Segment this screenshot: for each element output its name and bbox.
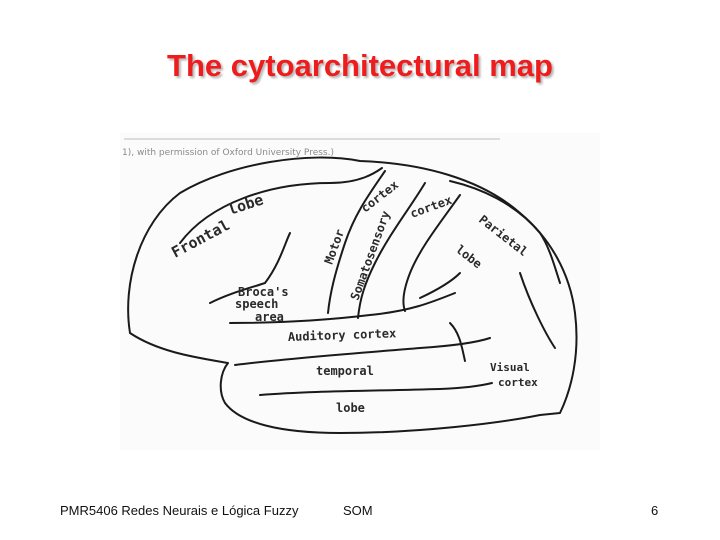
- label-parietal-lobe: lobe: [453, 242, 484, 271]
- central-sulcus: [357, 182, 426, 319]
- label-visual: Visual: [490, 361, 530, 374]
- label-parietal: Parietal: [476, 212, 530, 259]
- label-auditory-cortex: Auditory cortex: [288, 326, 397, 344]
- label-temporal-lobe: lobe: [336, 401, 365, 415]
- occipital-sulcus: [519, 272, 556, 349]
- inferior-temporal-sulcus: [259, 382, 493, 396]
- parietal-contour: [449, 180, 561, 284]
- broca-fold: [209, 232, 291, 304]
- frontal-fold: [179, 167, 383, 244]
- slide-title: The cytoarchitectural map: [167, 48, 553, 83]
- precentral-sulcus: [327, 170, 386, 314]
- brain-diagram: 1), with permission of Oxford University…: [122, 138, 578, 434]
- footer-course: PMR5406 Redes Neurais e Lógica Fuzzy: [60, 503, 299, 518]
- label-broca: Broca's: [238, 285, 289, 299]
- label-broca-speech: speech: [235, 297, 278, 311]
- brain-outline: [127, 156, 578, 434]
- brain-map-figure: 1), with permission of Oxford University…: [120, 133, 600, 450]
- sylvian-fissure: [229, 292, 456, 324]
- superior-temporal-sulcus: [234, 337, 491, 366]
- label-somatosensory: Somatosensory: [348, 209, 393, 302]
- occipital-boundary: [449, 322, 466, 362]
- postcentral-sulcus: [402, 194, 461, 312]
- label-frontal-lobe: lobe: [226, 191, 266, 219]
- footer-topic: SOM: [343, 503, 373, 518]
- label-temporal: temporal: [316, 364, 374, 378]
- label-visual-cortex: cortex: [498, 376, 538, 389]
- footer-page-number: 6: [651, 503, 659, 518]
- figure-caption: 1), with permission of Oxford University…: [122, 148, 334, 158]
- label-broca-area: area: [255, 310, 284, 324]
- sylvian-branch: [419, 272, 461, 299]
